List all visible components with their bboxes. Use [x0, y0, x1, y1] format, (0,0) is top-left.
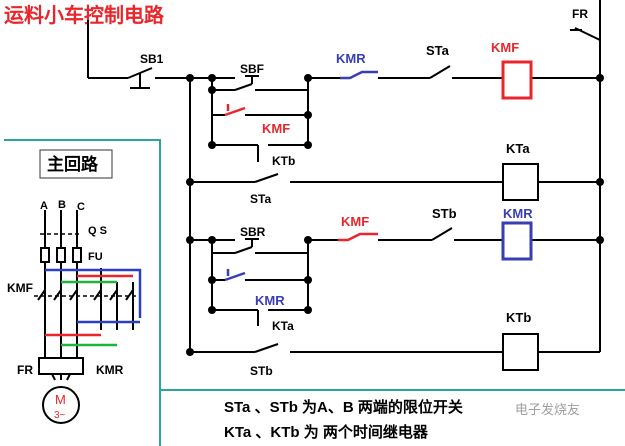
main-fr-label: FR: [17, 363, 33, 377]
label-stb-no: STb: [250, 364, 273, 378]
label-kmr-coil: KMR: [503, 206, 533, 221]
junction-dots: [186, 74, 604, 356]
label-ktb-nc: KTb: [272, 154, 295, 168]
label-sb1: SB1: [140, 52, 164, 66]
label-kmf-hold: KMF: [262, 121, 290, 136]
label-sta-nc: STa: [426, 43, 450, 58]
label-kta-nc: KTa: [272, 319, 294, 333]
main-circuit-title: 主回路: [47, 154, 99, 174]
watermark: 电子发烧友: [515, 402, 580, 418]
label-kmr-nc: KMR: [336, 51, 366, 66]
kmf-nc-contact: [338, 232, 378, 242]
diagram-title: 运料小车控制电路: [4, 3, 165, 27]
note-line-2: KTa 、KTb 为 两个时间继电器: [224, 423, 429, 441]
main-circuit-wiring: [34, 210, 140, 424]
label-fr: FR: [572, 7, 588, 21]
kmr-hold-contact: [224, 269, 246, 282]
label-sbf: SBF: [240, 62, 264, 76]
note-line-1: STa 、STb 为A、B 两端的限位开关: [224, 398, 463, 416]
kmr-nc-contact: [340, 70, 378, 80]
label-ktb-coil: KTb: [506, 310, 531, 325]
kmf-hold-contact: [224, 104, 246, 117]
label-stb-nc: STb: [432, 206, 457, 221]
label-sbr: SBR: [240, 225, 266, 239]
motor-letter: M: [55, 392, 66, 407]
phase-label-b: B: [58, 199, 66, 211]
kmr-coil: [501, 221, 533, 261]
main-circuit-title-box: [39, 149, 113, 179]
main-kmf-label: KMF: [7, 281, 33, 295]
main-circuit-color-wires: [45, 268, 142, 347]
main-circuit-frame: [4, 139, 161, 446]
label-kmr-hold: KMR: [255, 293, 285, 308]
label-sta-no: STa: [250, 192, 271, 206]
control-circuit-wiring: [87, 0, 601, 371]
fu-label: FU: [88, 251, 103, 263]
label-kmf-coil: KMF: [491, 40, 519, 55]
qs-label: Q S: [88, 225, 107, 237]
label-kta-coil: KTa: [506, 141, 530, 156]
phase-label-c: C: [77, 201, 85, 213]
motor-phase: 3~: [54, 410, 66, 421]
phase-label-a: A: [40, 200, 48, 212]
main-kmr-label: KMR: [96, 363, 124, 377]
kmf-coil: [501, 60, 533, 100]
label-kmf-nc: KMF: [341, 214, 369, 229]
